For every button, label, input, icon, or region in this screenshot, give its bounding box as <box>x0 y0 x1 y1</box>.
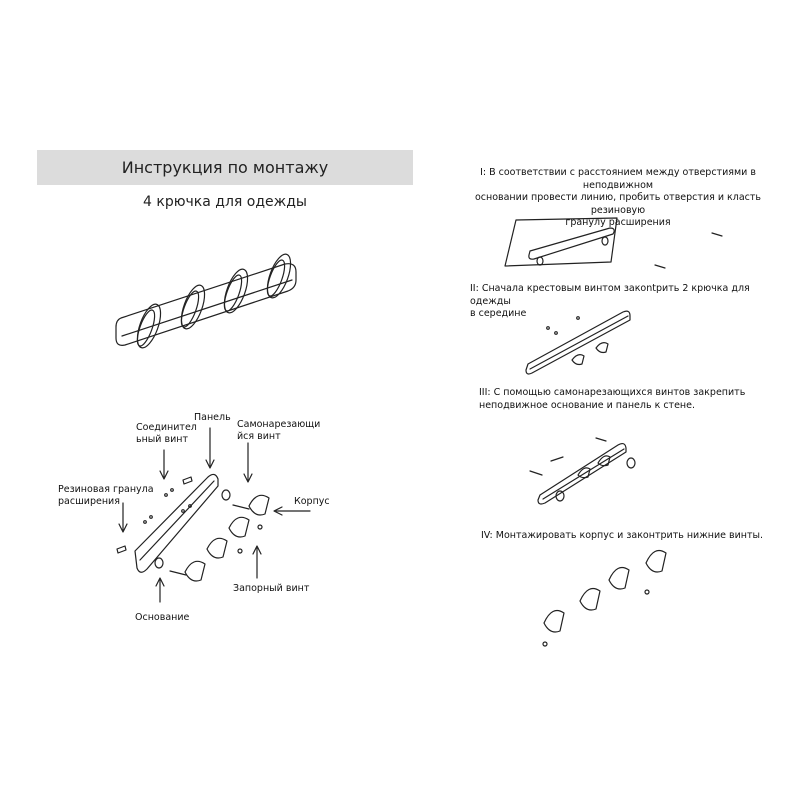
page-subtitle: 4 крючка для одежды <box>143 194 307 210</box>
step-3-illustration <box>529 437 636 505</box>
hook-rail-illustration <box>115 253 297 349</box>
label-panel: Панель <box>194 412 231 423</box>
step-2-text: II: Сначала крестовым винтом закontрить … <box>470 283 750 319</box>
label-rubber-granule: Резиновая гранула расширения <box>58 484 154 507</box>
step-2-illustration <box>525 310 631 375</box>
page-title: Инструкция по монтажу <box>121 158 329 177</box>
label-connecting-screw: Соединител ьный винт <box>136 422 197 445</box>
label-self-tapping-screw: Самонарезающи йся винт <box>237 419 321 442</box>
step-4-text: IV: Монтажировать корпус и законтрить ни… <box>481 530 764 541</box>
step-1-text: I: В соответствии с расстоянием между от… <box>474 167 762 228</box>
label-locking-screw: Запорный винт <box>233 583 310 594</box>
label-base: Основание <box>135 612 190 623</box>
exploded-view-illustration <box>116 473 270 582</box>
label-body: Корпус <box>294 496 330 507</box>
step-3-text: III: С помощью самонарезающихся винтов з… <box>479 387 746 411</box>
label-arrows <box>118 427 311 603</box>
step-4-illustration <box>542 550 667 647</box>
title-bar: Инструкция по монтажу <box>37 150 413 185</box>
step-1-illustration <box>504 217 723 269</box>
